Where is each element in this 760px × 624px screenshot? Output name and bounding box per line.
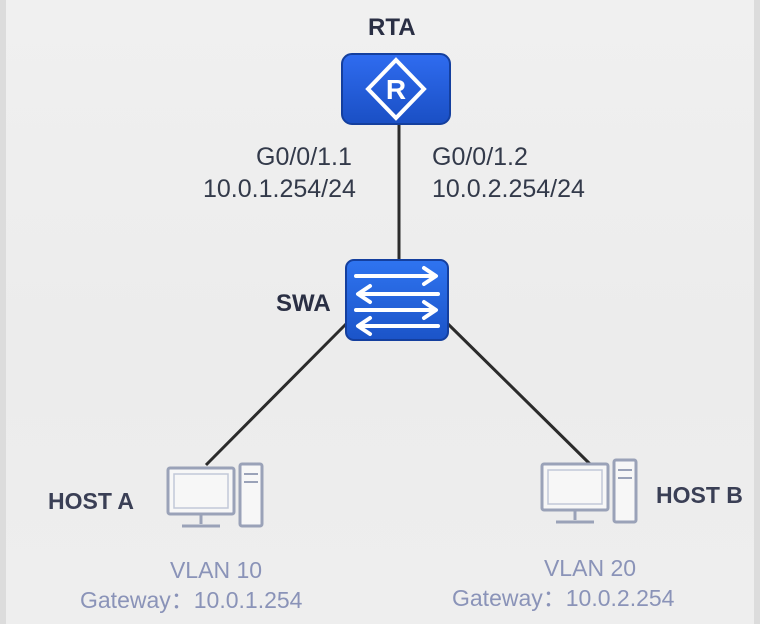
interface-2-ip: 10.0.2.254/24 [432,175,585,203]
host-b-gateway: Gateway：10.0.2.254 [452,585,675,611]
host-b-label: HOST B [656,482,743,508]
interface-1-ip: 10.0.1.254/24 [203,175,356,203]
link-switch-host-b [444,320,593,467]
link-switch-host-a [204,320,350,467]
host-a-vlan: VLAN 10 [169,557,263,583]
router-icon: R [341,53,451,125]
host-a-gateway: Gateway：10.0.1.254 [80,587,303,613]
host-b-vlan: VLAN 20 [543,555,637,581]
host-a-label: HOST A [48,488,135,514]
interface-1-name: G0/0/1.1 [256,143,352,171]
interface-2-name: G0/0/1.2 [432,143,528,171]
router-label: RTA [368,14,416,41]
switch-label: SWA [276,290,331,317]
links-layer [204,125,593,467]
host-a-computer-icon [166,462,264,528]
host-b-computer-icon [540,458,638,524]
switch-icon [345,259,449,341]
svg-text:R: R [386,74,406,105]
